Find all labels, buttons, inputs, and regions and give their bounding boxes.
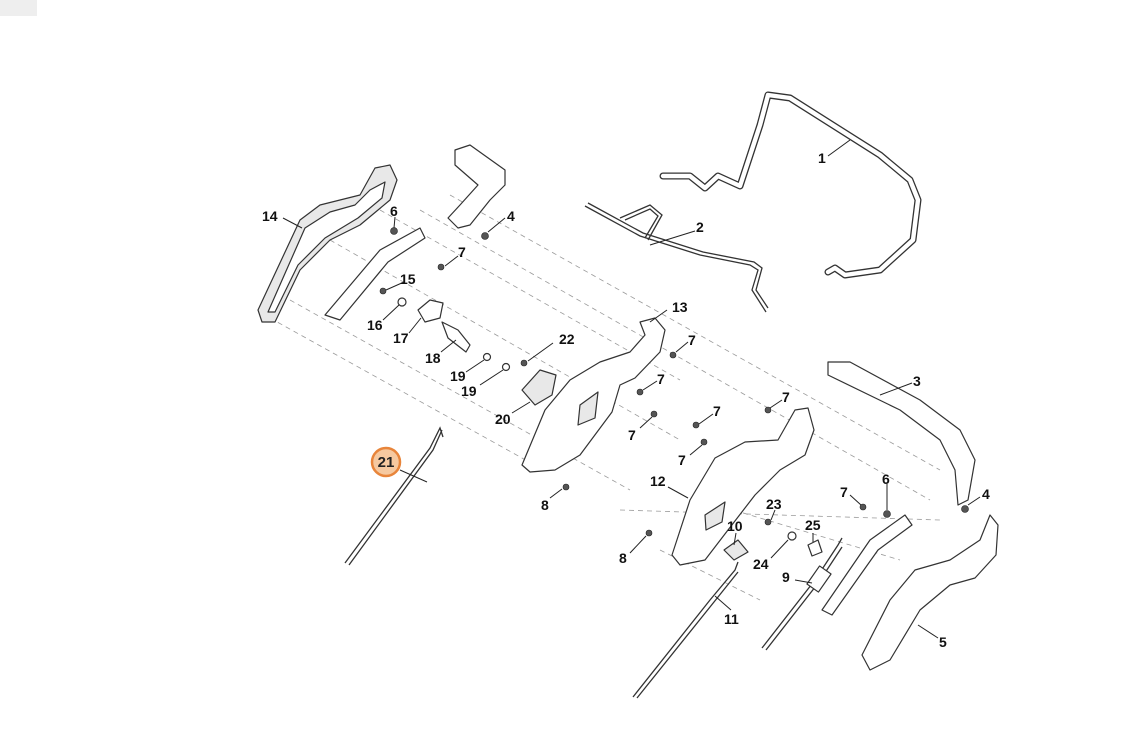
label-part-23: 23 xyxy=(766,496,782,512)
label-part-7: 7 xyxy=(657,371,665,387)
part-wire-bail xyxy=(584,202,769,313)
label-part-6: 6 xyxy=(390,203,398,219)
part-right-bracket xyxy=(821,514,913,616)
part-washer-19b xyxy=(501,362,511,372)
part-number-labels: 1 2 3 4 4 5 6 6 7 7 7 7 7 7 7 7 8 8 9 10… xyxy=(262,150,990,650)
label-part-4: 4 xyxy=(507,208,515,224)
label-part-11: 11 xyxy=(724,611,739,627)
part-sleeve-25 xyxy=(807,539,823,557)
label-part-19: 19 xyxy=(450,368,466,384)
part-spacer-24 xyxy=(787,531,797,541)
label-part-8: 8 xyxy=(619,550,627,566)
part-grip-left xyxy=(447,144,506,229)
part-right-cover xyxy=(861,514,999,671)
leader-lines xyxy=(282,139,981,639)
label-part-12: 12 xyxy=(650,473,666,489)
part-shaft xyxy=(441,321,471,353)
label-part-25: 25 xyxy=(805,517,821,533)
label-part-7: 7 xyxy=(713,403,721,419)
label-part-1: 1 xyxy=(818,150,826,166)
label-part-7: 7 xyxy=(688,332,696,348)
cables xyxy=(344,426,843,699)
highlight-callout[interactable]: 21 xyxy=(370,446,402,478)
label-part-24: 24 xyxy=(753,556,769,572)
label-part-4: 4 xyxy=(982,486,990,502)
part-handle-bar xyxy=(659,91,922,279)
label-part-10: 10 xyxy=(727,518,743,534)
part-switch-20 xyxy=(521,369,557,406)
label-part-13: 13 xyxy=(672,299,688,315)
corner-tab xyxy=(0,0,37,16)
label-part-19: 19 xyxy=(461,383,477,399)
label-part-7: 7 xyxy=(628,427,636,443)
label-part-22: 22 xyxy=(559,331,575,347)
part-left-bracket xyxy=(324,227,426,321)
small-parts xyxy=(397,297,823,561)
highlight-circle xyxy=(370,446,402,478)
label-part-6: 6 xyxy=(882,471,890,487)
label-part-14: 14 xyxy=(262,208,278,224)
label-part-20: 20 xyxy=(495,411,511,427)
part-knob xyxy=(417,299,444,323)
label-part-9: 9 xyxy=(782,569,790,585)
part-grip-right xyxy=(827,361,976,506)
part-left-housing xyxy=(521,317,666,473)
label-part-17: 17 xyxy=(393,330,409,346)
label-part-21: 21 xyxy=(378,454,395,471)
label-part-5: 5 xyxy=(939,634,947,650)
label-part-18: 18 xyxy=(425,350,441,366)
label-part-2: 2 xyxy=(696,219,704,235)
label-part-15: 15 xyxy=(400,271,416,287)
label-part-3: 3 xyxy=(913,373,921,389)
label-part-16: 16 xyxy=(367,317,383,333)
label-part-7: 7 xyxy=(458,244,466,260)
part-washer-19a xyxy=(482,352,492,362)
label-part-7: 7 xyxy=(782,389,790,405)
part-lever-10 xyxy=(723,539,749,561)
part-right-housing xyxy=(671,407,815,566)
label-part-7: 7 xyxy=(840,484,848,500)
label-part-7: 7 xyxy=(678,452,686,468)
label-part-8: 8 xyxy=(541,497,549,513)
part-left-cover xyxy=(257,164,398,323)
fasteners xyxy=(379,227,969,537)
part-washer-16 xyxy=(397,297,407,307)
